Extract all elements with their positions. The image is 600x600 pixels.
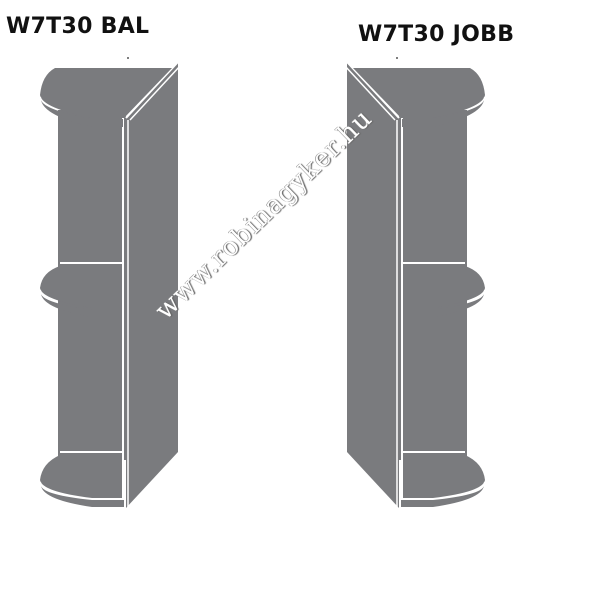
label-right-cabinet: W7T30 JOBB [358,22,515,47]
left-cabinet [39,56,181,511]
label-left-cabinet: W7T30 BAL [6,14,150,39]
